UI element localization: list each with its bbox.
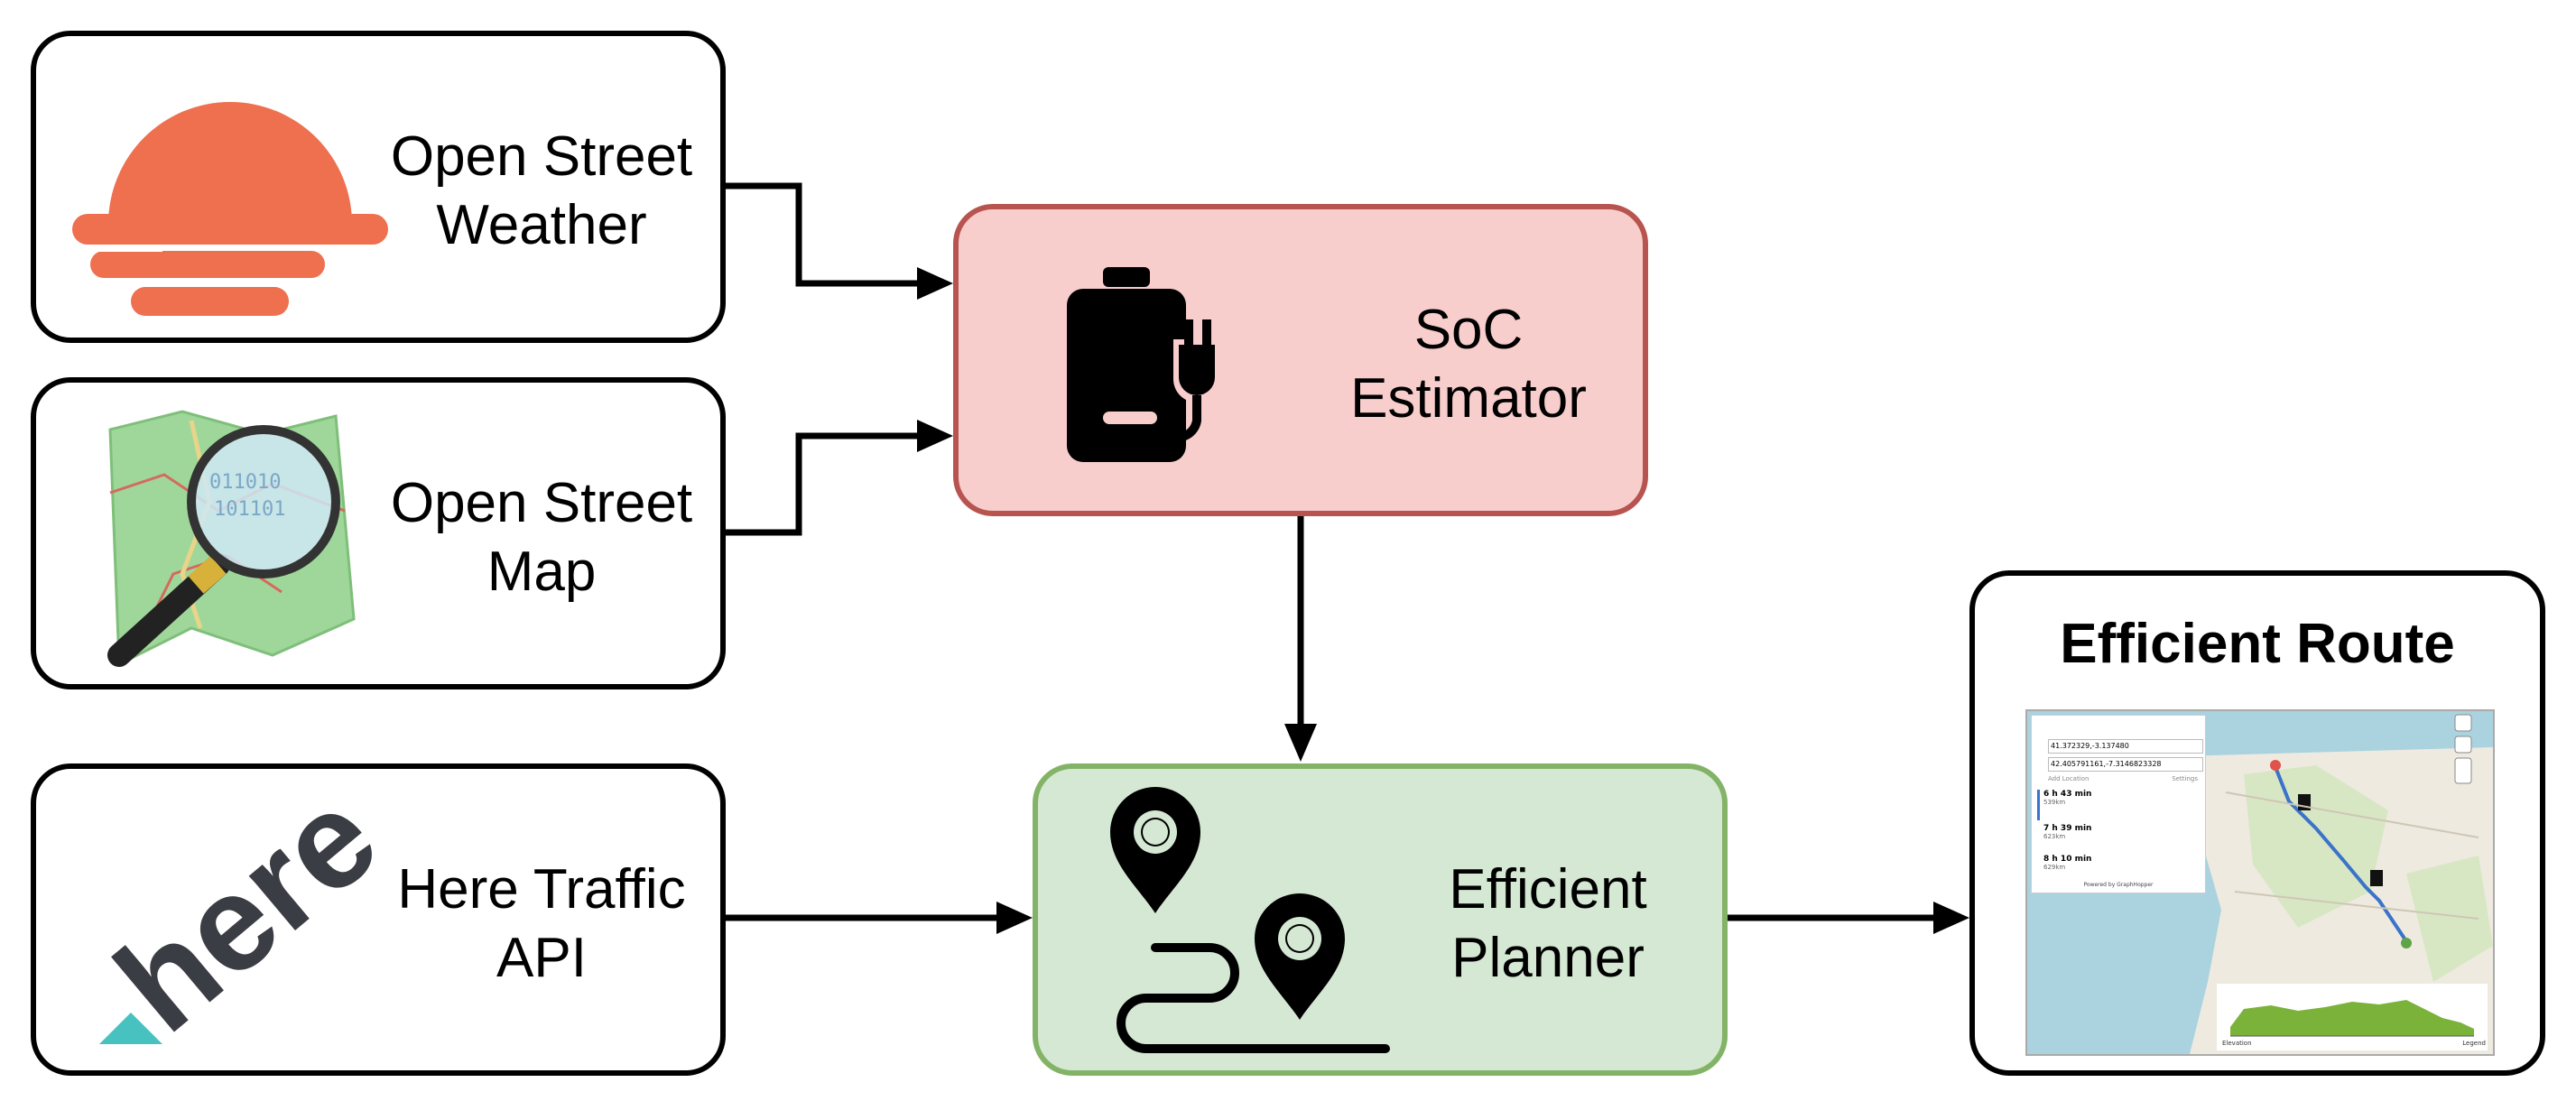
node-efficient-planner-line2: Planner bbox=[1451, 927, 1645, 989]
add-location-link[interactable]: Add Location bbox=[2048, 775, 2090, 782]
node-open-street-weather-line2: Weather bbox=[436, 194, 647, 256]
node-soc-estimator-line2: Estimator bbox=[1350, 367, 1587, 430]
route-option-1-distance: 539km bbox=[2043, 799, 2066, 806]
sun-setting-icon bbox=[54, 102, 397, 316]
settings-link[interactable]: Settings bbox=[2172, 775, 2198, 782]
map-background bbox=[2181, 714, 2493, 1054]
node-soc-estimator-label: SoC Estimator bbox=[1302, 296, 1635, 433]
edge-osm-to-soc-arrowhead bbox=[917, 420, 953, 452]
node-soc-estimator: SoC Estimator bbox=[953, 204, 1648, 516]
node-open-street-weather-line1: Open Street bbox=[390, 125, 693, 188]
edge-soc-to-planner-arrowhead bbox=[1284, 724, 1317, 762]
node-open-street-map-label: Open Street Map bbox=[361, 469, 722, 606]
node-soc-estimator-line1: SoC bbox=[1413, 299, 1524, 361]
node-here-traffic-api-label: Here Traffic API bbox=[361, 856, 722, 993]
route-map-screenshot: 41.372329,-3.137480 42.405791161,-7.3146… bbox=[2025, 709, 2495, 1056]
node-efficient-planner-label: Efficient Planner bbox=[1381, 856, 1715, 993]
node-open-street-map: 011010 101101 Open Street Map bbox=[31, 377, 726, 689]
node-here-traffic-api-line2: API bbox=[496, 927, 587, 989]
edge-planner-to-route-arrowhead bbox=[1933, 902, 1969, 934]
node-open-street-weather-label: Open Street Weather bbox=[361, 123, 722, 260]
edge-weather-to-soc-arrowhead bbox=[917, 267, 953, 300]
route-to-field[interactable]: 42.405791161,-7.3146823328 bbox=[2048, 757, 2203, 772]
svg-text:101101: 101101 bbox=[214, 498, 285, 521]
battery-plug-icon bbox=[1067, 267, 1220, 462]
node-open-street-map-line2: Map bbox=[486, 541, 597, 603]
route-option-2[interactable]: 7 h 39 min 623km bbox=[2037, 824, 2198, 851]
route-from-field[interactable]: 41.372329,-3.137480 bbox=[2048, 739, 2203, 754]
node-efficient-route-title: Efficient Route bbox=[2060, 613, 2455, 675]
svg-text:011010: 011010 bbox=[209, 471, 281, 494]
node-open-street-weather: Open Street Weather bbox=[31, 31, 726, 343]
node-here-traffic-api: here Here Traffic API bbox=[31, 763, 726, 1076]
here-logo: here bbox=[90, 787, 379, 1058]
edge-here-to-planner-arrowhead bbox=[996, 902, 1033, 934]
edge-weather-to-soc bbox=[722, 182, 921, 287]
node-open-street-map-line1: Open Street bbox=[390, 472, 693, 534]
node-efficient-planner-line1: Efficient bbox=[1449, 858, 1647, 921]
legend-label[interactable]: Legend bbox=[2462, 1040, 2486, 1047]
route-option-3[interactable]: 8 h 10 min 629km bbox=[2037, 855, 2198, 882]
route-option-2-distance: 623km bbox=[2043, 833, 2066, 840]
map-magnifier-icon: 011010 101101 bbox=[107, 410, 356, 667]
route-option-3-time: 8 h 10 min bbox=[2043, 855, 2092, 864]
route-option-1[interactable]: 6 h 43 min 539km bbox=[2037, 790, 2201, 820]
route-option-2-time: 7 h 39 min bbox=[2043, 824, 2092, 833]
route-pins-icon bbox=[1110, 787, 1390, 1053]
route-option-1-time: 6 h 43 min bbox=[2043, 790, 2092, 799]
edge-osm-to-soc bbox=[722, 432, 921, 536]
route-side-panel: 41.372329,-3.137480 42.405791161,-7.3146… bbox=[2031, 715, 2206, 893]
node-here-traffic-api-line1: Here Traffic bbox=[397, 858, 686, 921]
elevation-select[interactable]: Elevation bbox=[2222, 1040, 2252, 1047]
route-option-3-distance: 629km bbox=[2043, 864, 2066, 871]
node-efficient-route: Efficient Route 41.372329,-3.137480 42.4… bbox=[1969, 570, 2545, 1076]
node-efficient-planner: Efficient Planner bbox=[1033, 763, 1728, 1076]
powered-by-label: Powered by GraphHopper bbox=[2083, 882, 2154, 888]
